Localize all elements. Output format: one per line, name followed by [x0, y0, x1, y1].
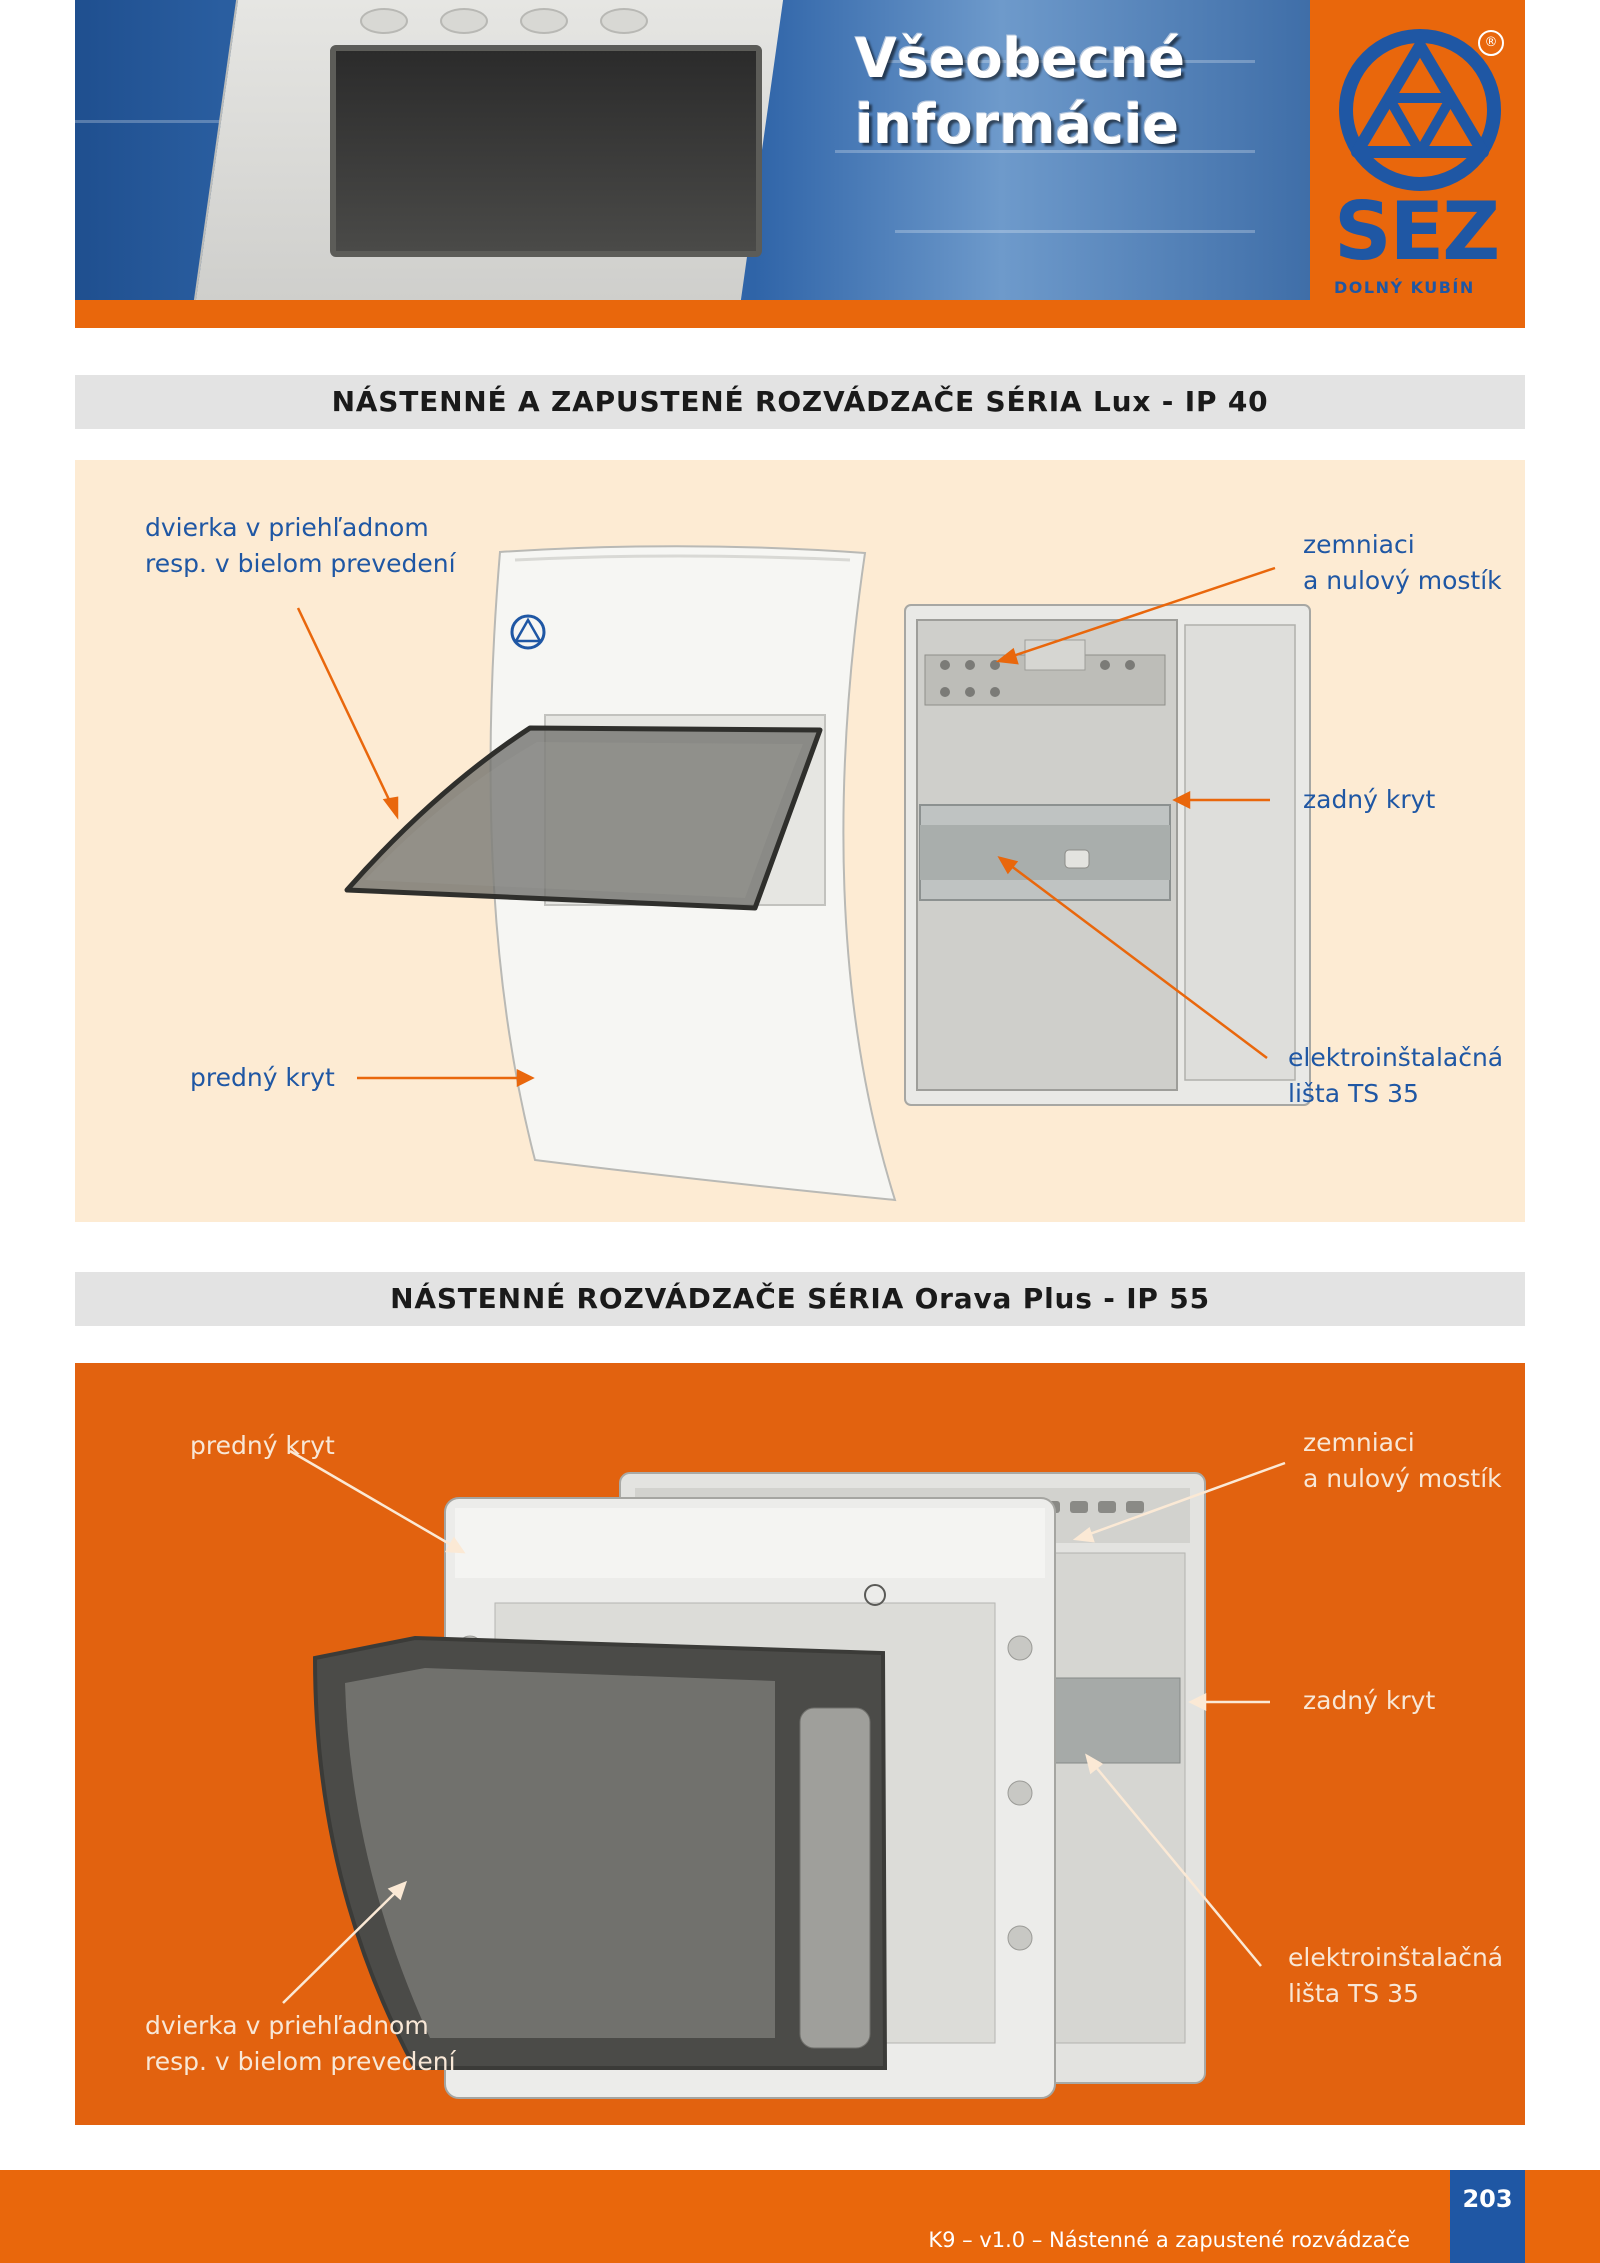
page-title: Všeobecné informácie [855, 26, 1275, 158]
cable-knockout [520, 8, 568, 34]
label-din-rail: elektroinštalačná lišta TS 35 [1288, 1943, 1504, 2008]
label-back-cover: zadný kryt [1303, 1686, 1436, 1715]
label-front-cover: predný kryt [190, 1063, 335, 1092]
logo-city: DOLNÝ KUBÍN [1334, 278, 1475, 297]
label-earth-bridge: zemniaci a nulový mostík [1303, 1428, 1502, 1493]
lux-enclosure-illustration [296, 545, 1311, 1202]
cable-knockout [440, 8, 488, 34]
orava-enclosure-illustration [282, 1449, 1286, 2099]
section-title-orava: NÁSTENNÉ ROZVÁDZAČE SÉRIA Orava Plus - I… [75, 1272, 1525, 1326]
label-back-cover: zadný kryt [1303, 785, 1436, 814]
cable-knockout [600, 8, 648, 34]
page-number: 203 [1450, 2170, 1525, 2263]
title-line-1: Všeobecné [855, 27, 1186, 90]
header-orange-band [75, 300, 1525, 328]
label-earth-bridge: zemniaci a nulový mostík [1303, 530, 1502, 595]
registered-mark: ® [1478, 30, 1504, 56]
sez-logo-icon [1339, 29, 1501, 191]
label-door: dvierka v priehľadnom resp. v bielom pre… [145, 513, 456, 578]
logo-text: SEZ [1334, 185, 1500, 278]
label-din-rail: elektroinštalačná lišta TS 35 [1288, 1043, 1504, 1108]
section-title-lux: NÁSTENNÉ A ZAPUSTENÉ ROZVÁDZAČE SÉRIA Lu… [75, 375, 1525, 429]
footer-band [0, 2170, 1600, 2263]
footer-chapter: K9 – v1.0 – Nástenné a zapustené rozvádz… [928, 2228, 1410, 2252]
cable-knockout [360, 8, 408, 34]
header-enclosure-window [330, 45, 762, 257]
label-door: dvierka v priehľadnom resp. v bielom pre… [145, 2011, 456, 2076]
title-line-2: informácie [855, 93, 1180, 156]
label-front-cover: predný kryt [190, 1431, 335, 1460]
